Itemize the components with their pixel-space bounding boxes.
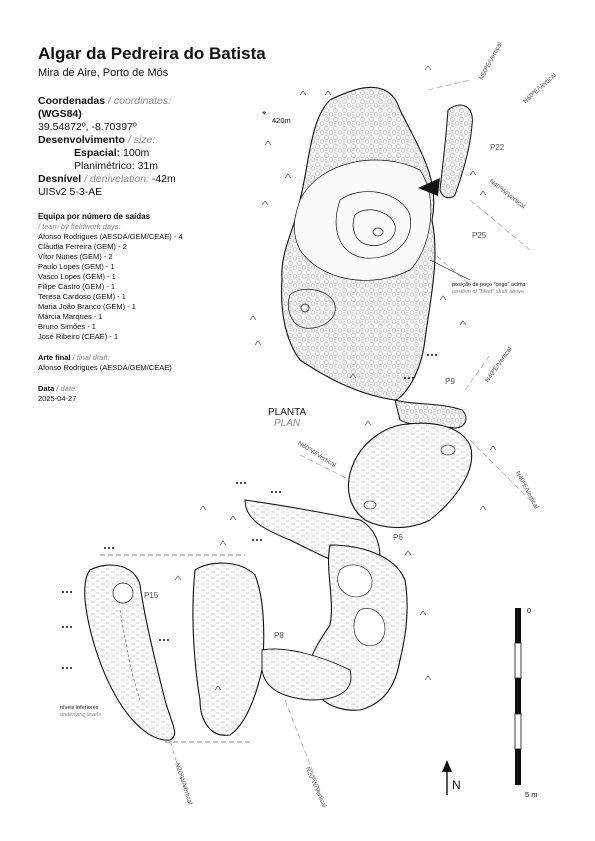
north-arrow — [442, 760, 452, 795]
date-label-en: / date: — [56, 384, 78, 393]
coord-label-en: / coordinates: — [108, 95, 172, 107]
team-heading: Equipa por número de saídas — [38, 212, 151, 221]
depth-label: Desnível — [38, 173, 82, 185]
date-value: 2025-04-27 — [38, 394, 77, 403]
label-p22: P22 — [490, 143, 505, 152]
team-member: Maria João Branco (GEM) - 1 — [38, 302, 136, 311]
planimetric: Planimétrico: 31m — [74, 160, 159, 172]
spatial-label: Espacial: — [74, 147, 121, 159]
team-member: Teresa Cardoso (GEM) - 1 — [38, 292, 126, 301]
team-member: Márcia Marques - 1 — [38, 312, 103, 321]
chamber-p6 — [347, 422, 473, 528]
size-label: Desenvolvimento — [38, 134, 125, 146]
plan-label-en: PLAN — [274, 418, 301, 429]
shaft-note-pt: posição de poço "cego" acima — [452, 282, 526, 288]
label-p9: P9 — [445, 377, 455, 386]
team-member: Vasco Lopes (GEM) - 1 — [38, 272, 116, 281]
north-label: N — [452, 778, 461, 792]
elevation-icon: ⌖ — [262, 108, 267, 117]
scale-zero: 0 — [527, 606, 532, 615]
team-member: Cláudia Ferreira (GEM) - 2 — [38, 242, 127, 251]
team-block: Equipa por número de saídas / team by fi… — [38, 212, 268, 404]
team-heading-en: / team by fieldwork days: — [38, 222, 121, 231]
team-member: Filipe Castro (GEM) - 1 — [38, 282, 116, 291]
shaft-note: posição de poço "cego" acima position of… — [452, 282, 526, 296]
lower-levels-pt: níveis inferiores — [60, 705, 99, 711]
final-value: Afonso Rodrigues (AESDA/GEM/CEAE) — [38, 363, 172, 372]
team-member: Paulo Lopes (GEM) - 1 — [38, 262, 115, 271]
map-location: Mira de Aire, Porto de Mós — [38, 67, 169, 79]
size-label-en: / size: — [127, 134, 156, 146]
elevation-label: 420m — [272, 116, 291, 125]
label-p6: P6 — [393, 533, 403, 542]
spatial-value: 100m — [123, 147, 150, 159]
plan-label-block: PLANTA PLAN — [268, 407, 306, 429]
coord-value: 39.54872º, -8.70397º — [38, 121, 137, 133]
final-label-en: / final draft: — [72, 353, 110, 362]
depth-label-en: / denivelation: — [84, 173, 149, 185]
lower-levels-note: níveis inferiores underlying levels — [60, 705, 101, 719]
team-member: Bruno Simões - 1 — [38, 322, 96, 331]
shaft-note-en: position of "blind" shaft above — [452, 289, 525, 295]
scale-bar — [514, 608, 522, 785]
label-p8: P8 — [274, 631, 284, 640]
passage-p8 — [192, 562, 265, 736]
lower-levels-en: underlying levels — [60, 712, 101, 718]
team-member: Afonso Rodrigues (AESDA/GEM/CEAE) - 4 — [38, 232, 183, 241]
shaft-p22 — [439, 104, 473, 199]
label-p25: P25 — [472, 231, 487, 240]
plan-label: PLANTA — [268, 407, 307, 418]
info-block: Coordenadas / coordinates: (WGS84) 39.54… — [38, 95, 268, 199]
depth-value: -42m — [151, 173, 176, 185]
scale-five: 5 m — [525, 790, 538, 799]
team-member: Vítor Nunes (GEM) - 2 — [38, 252, 113, 261]
date-label: Data — [38, 384, 55, 393]
map-title: Algar da Pedreira do Batista — [38, 44, 266, 63]
final-label: Arte final — [38, 353, 71, 362]
team-member: José Ribeiro (CEAE) - 1 — [38, 332, 119, 341]
coord-label: Coordenadas — [38, 95, 106, 107]
uis-grade: UISv2 5-3-AE — [38, 186, 103, 198]
datum: (WGS84) — [38, 108, 82, 120]
label-p15: P15 — [144, 591, 159, 600]
